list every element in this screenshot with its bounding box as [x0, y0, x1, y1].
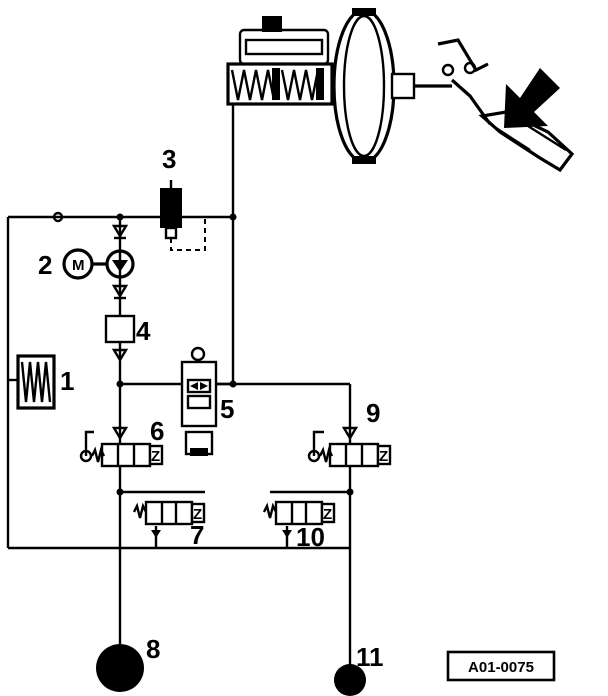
- label-4: 4: [136, 316, 151, 346]
- hydraulic-lines: [6, 104, 354, 665]
- label-9: 9: [366, 398, 380, 428]
- label-5: 5: [220, 394, 234, 424]
- valve-9-coil-label: Z: [379, 448, 388, 465]
- damper-4: [104, 314, 136, 363]
- pressure-valve-5: [180, 346, 233, 456]
- label-1: 1: [60, 366, 74, 396]
- accumulator-1: [8, 354, 56, 410]
- valve-10-coil-label: Z: [323, 506, 332, 523]
- valve-7-coil-label: Z: [193, 506, 202, 523]
- valve-6: Z: [79, 426, 164, 468]
- label-7: 7: [190, 520, 204, 550]
- valve-9: Z: [307, 426, 392, 468]
- pump-motor-2: [62, 224, 135, 300]
- brake-booster-assembly: [226, 8, 575, 173]
- label-11: 11: [356, 642, 384, 672]
- label-10: 10: [296, 522, 325, 552]
- wheel-brake-11: [334, 664, 366, 696]
- valve-6-coil-label: Z: [151, 448, 160, 465]
- label-6: 6: [150, 416, 164, 446]
- label-8: 8: [146, 634, 160, 664]
- figure-code-box: A01-0075: [446, 650, 556, 682]
- figure-code: A01-0075: [468, 659, 534, 676]
- wheel-brake-8: [96, 644, 144, 692]
- valve-7: Z: [132, 500, 206, 538]
- motor-label: M: [72, 257, 85, 274]
- label-2: 2: [38, 250, 52, 280]
- valve-10: Z: [262, 500, 336, 538]
- pressure-sensor-3: [52, 180, 206, 251]
- label-3: 3: [162, 144, 176, 174]
